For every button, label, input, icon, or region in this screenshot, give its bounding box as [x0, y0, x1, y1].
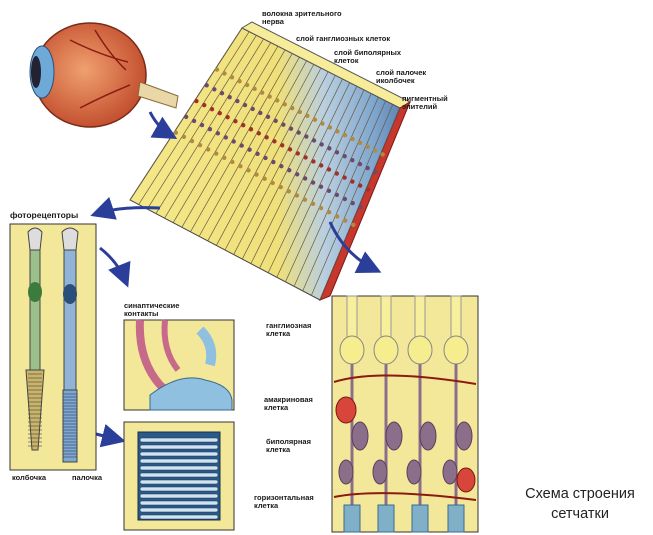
retinal-cells-panel: [332, 296, 478, 532]
diagram-caption: Схема строения сетчатки: [512, 484, 648, 524]
photoreceptor-panel: [10, 224, 96, 470]
label-bipolar-cell: биполярная клетка: [266, 438, 311, 454]
label-photoreceptors: фоторецепторы: [10, 211, 78, 219]
eyeball: [30, 23, 178, 127]
label-bipolar-layer: слой биполярных клеток: [334, 49, 401, 65]
label-ganglion-layer: слой ганглиозных клеток: [296, 35, 390, 43]
label-ganglion-cell: ганглиозная клетка: [266, 322, 311, 338]
synapse-inset: [124, 320, 234, 410]
label-horizontal-cell: горизонтальная клетка: [254, 494, 314, 510]
arrow-to-disks: [96, 434, 120, 440]
disk-stack-inset: [124, 422, 234, 530]
label-rods-cones-layer: слой палочек иколбочек: [376, 69, 426, 85]
label-rod: палочка: [72, 474, 102, 482]
arrow-eye-to-retina: [150, 112, 172, 136]
label-amacrine-cell: амакриновая клетка: [264, 396, 313, 412]
label-synaptic-contacts: синаптические контакты: [124, 302, 179, 318]
rod-cell: [62, 228, 78, 462]
label-pigment-epithelium: пигментный эпителий: [402, 95, 448, 111]
arrow-to-synapse: [100, 248, 126, 282]
label-cone: колбочка: [12, 474, 46, 482]
label-optic-nerve-fibers: волокна зрительного нерва: [262, 10, 342, 26]
